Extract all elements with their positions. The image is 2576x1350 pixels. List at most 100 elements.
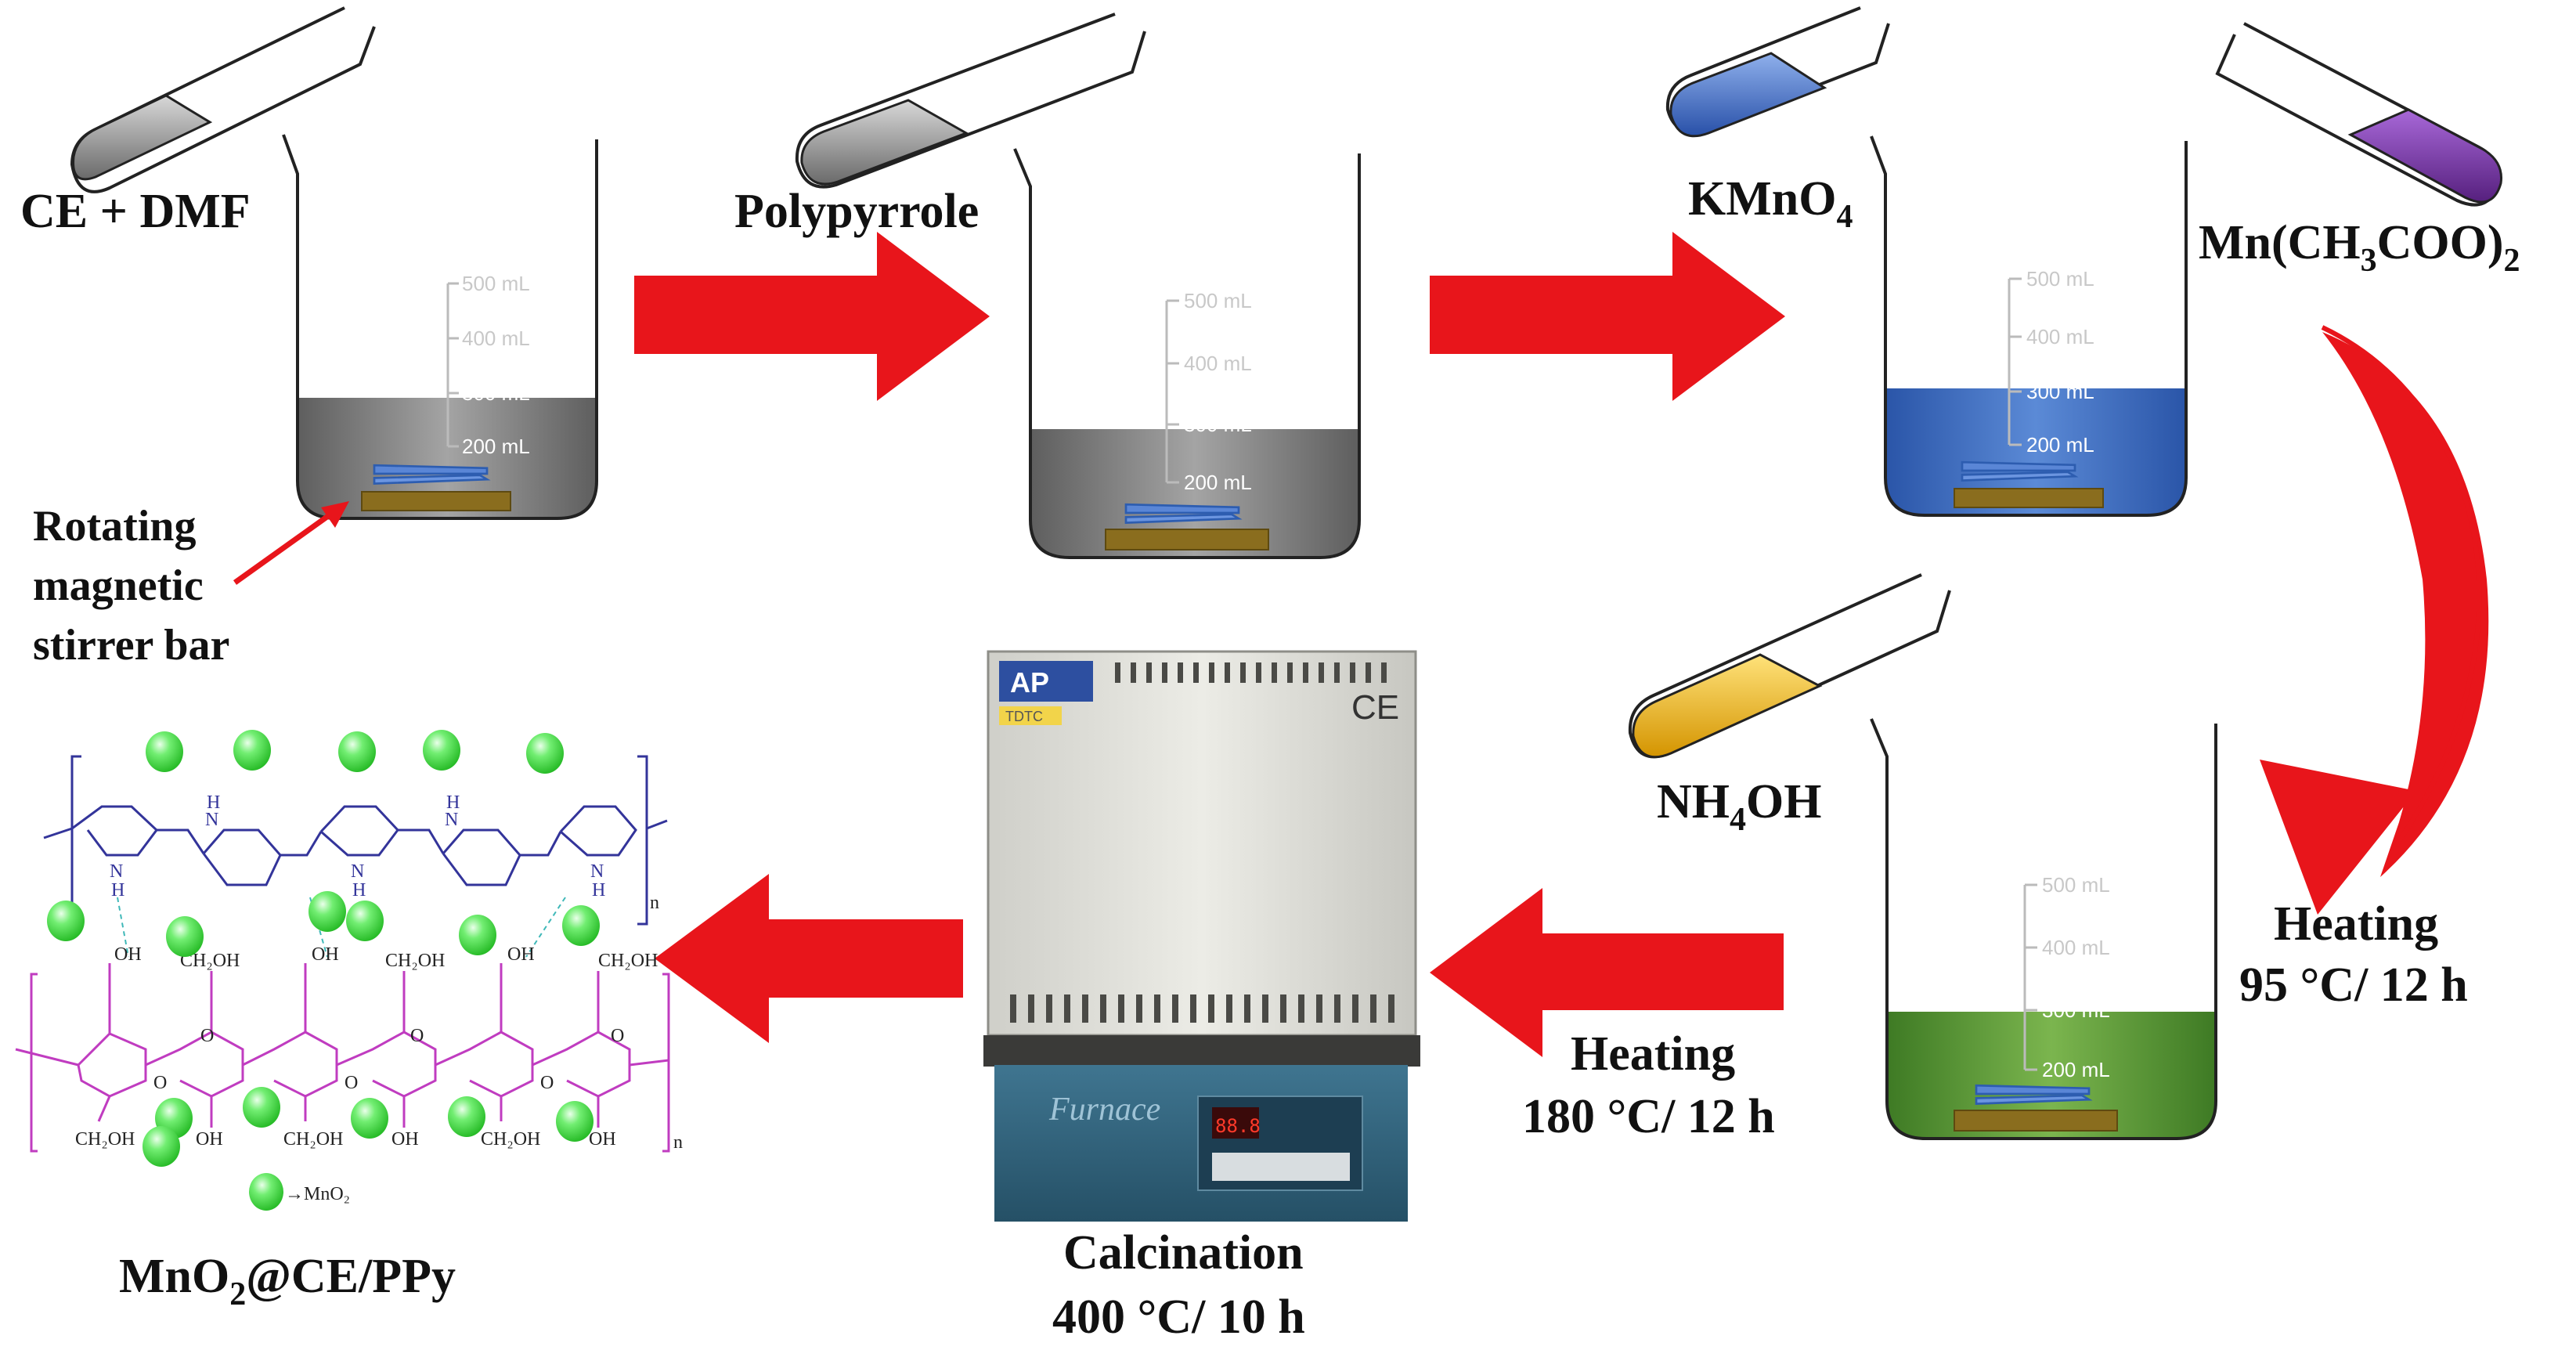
furnace-vent-slot	[1154, 994, 1160, 1023]
label-mn-acetate: Mn(CH3COO)2	[2199, 216, 2520, 279]
beaker-2-stir-plate	[1105, 529, 1269, 550]
cell-oh-2: OH	[312, 944, 339, 965]
furnace-vent-slot	[1010, 994, 1016, 1023]
beaker-4-graduations	[2023, 883, 2037, 1071]
furnace-vent-slot	[1334, 662, 1340, 683]
arrow-step-3	[1430, 888, 1784, 1057]
beaker-1-mark-500: 500 mL	[462, 272, 530, 295]
cell-oh-5: OH	[391, 1129, 419, 1150]
beaker-2-mark-400: 400 mL	[1184, 352, 1252, 375]
beaker-2-mark-500: 500 mL	[1184, 289, 1252, 312]
ppy-h-2: H	[207, 792, 220, 813]
stirrer-pointer-arrow	[233, 510, 336, 585]
furnace-logo-text: AP	[1010, 666, 1049, 698]
mno2-spheres	[47, 730, 600, 1167]
beaker-1-stir-bar	[373, 464, 489, 485]
cell-ch2oh-2: CH₂OH	[385, 951, 445, 971]
furnace-vent-slot	[1209, 662, 1214, 683]
mno2-legend-sphere	[249, 1173, 283, 1211]
ppy-chain	[43, 755, 668, 926]
furnace-vent-slot	[1280, 994, 1286, 1023]
furnace-vent-slot	[1028, 994, 1034, 1023]
furnace-vent-slot	[1303, 662, 1308, 683]
beaker-1: 500 mL 400 mL 300 mL 200 mL	[282, 134, 598, 520]
beaker-4-stir-bar	[1975, 1084, 2091, 1105]
furnace-vent-slot	[1162, 662, 1167, 683]
furnace-display	[1212, 1107, 1259, 1139]
beaker-3-mark-200: 200 mL	[2026, 433, 2094, 457]
furnace-bottom-vents	[1010, 994, 1394, 1023]
test-tube-nh4oh	[1628, 573, 1951, 759]
label-heating-180-line1: Heating	[1571, 1027, 1735, 1081]
test-tube-kmno4	[1665, 6, 1890, 138]
ppy-n-3: N	[351, 861, 364, 882]
beaker-4-mark-400: 400 mL	[2042, 936, 2110, 959]
cell-o-3: O	[611, 1026, 624, 1046]
furnace-vent-slot	[1298, 994, 1304, 1023]
beaker-3-mark-300: 300 mL	[2026, 380, 2094, 403]
label-stirrer-line2: magnetic	[33, 561, 204, 610]
furnace-vent-slot	[1082, 994, 1088, 1023]
cell-o-1: O	[200, 1026, 214, 1046]
ppy-n-2: N	[205, 810, 218, 830]
label-stirrer-line1: Rotating	[33, 502, 196, 550]
furnace-control-plate	[1212, 1153, 1350, 1181]
label-heating-95-line2: 95 °C/ 12 h	[2239, 958, 2468, 1012]
mno2-legend-text: →MnO₂	[285, 1184, 350, 1204]
beaker-3-stir-bar	[1961, 460, 2076, 482]
beaker-3: 500 mL 400 mL 300 mL 200 mL	[1870, 135, 2188, 517]
label-calcination-line2: 400 °C/ 10 h	[1052, 1290, 1305, 1344]
furnace-vent-slot	[1272, 662, 1277, 683]
ppy-h-3: H	[352, 880, 366, 901]
furnace-divider	[983, 1035, 1420, 1067]
beaker-1-graduations	[446, 282, 459, 448]
ppy-h-5: H	[592, 880, 605, 901]
furnace-vent-slot	[1131, 662, 1136, 683]
test-tube-ce-dmf	[70, 6, 376, 193]
cell-o-5: O	[345, 1073, 358, 1093]
stirrer-annotation: Rotating magnetic stirrer bar	[33, 501, 349, 670]
cell-oh-6: OH	[589, 1129, 616, 1150]
cell-o-6: O	[540, 1073, 554, 1093]
furnace-vent-slot	[1388, 994, 1394, 1023]
arrow-step-2	[1430, 232, 1785, 401]
furnace-vent-slot	[1115, 662, 1120, 683]
ppy-h-1: H	[111, 880, 124, 901]
cell-oh-1: OH	[114, 944, 142, 965]
label-stirrer-line3: stirrer bar	[33, 621, 229, 670]
furnace-vent-slot	[1178, 662, 1183, 683]
beaker-1-mark-300: 300 mL	[462, 381, 530, 405]
furnace-model-text: TDTC	[1005, 709, 1043, 724]
beaker-1-stir-plate	[361, 491, 511, 511]
furnace-vent-slot	[1366, 662, 1371, 683]
beaker-2: 500 mL 400 mL 300 mL 200 mL	[1013, 148, 1361, 559]
arrow-step-4	[655, 874, 963, 1043]
furnace-vent-slot	[1146, 662, 1152, 683]
beaker-4-mark-200: 200 mL	[2042, 1058, 2110, 1081]
label-polypyrrole: Polypyrrole	[734, 185, 979, 238]
beaker-2-liquid	[1030, 429, 1359, 558]
furnace-vent-slot	[1370, 994, 1376, 1023]
furnace-vent-slot	[1172, 994, 1178, 1023]
beaker-3-mark-500: 500 mL	[2026, 267, 2094, 291]
cell-oh-3: OH	[507, 944, 535, 965]
beaker-2-mark-300: 300 mL	[1184, 413, 1252, 436]
cell-oh-4: OH	[196, 1129, 223, 1150]
arrow-step-1	[634, 232, 990, 401]
furnace-vent-slot	[1334, 994, 1340, 1023]
beaker-3-stir-plate	[1954, 488, 2104, 508]
furnace-vent-slot	[1225, 662, 1230, 683]
label-heating-95-line1: Heating	[2274, 897, 2438, 951]
ppy-n-4: N	[445, 810, 458, 830]
beaker-3-mark-400: 400 mL	[2026, 325, 2094, 348]
furnace-vent-slot	[1381, 662, 1387, 683]
beaker-2-mark-200: 200 mL	[1184, 471, 1252, 494]
beaker-3-liquid	[1885, 388, 2186, 515]
ppy-n-1: N	[110, 861, 123, 882]
beaker-4-stir-plate	[1954, 1110, 2118, 1132]
furnace-vent-slot	[1287, 662, 1293, 683]
cell-n-subscript: n	[673, 1132, 683, 1153]
label-kmno4: KMnO4	[1688, 172, 1853, 235]
label-product: MnO2@CE/PPy	[119, 1250, 456, 1312]
